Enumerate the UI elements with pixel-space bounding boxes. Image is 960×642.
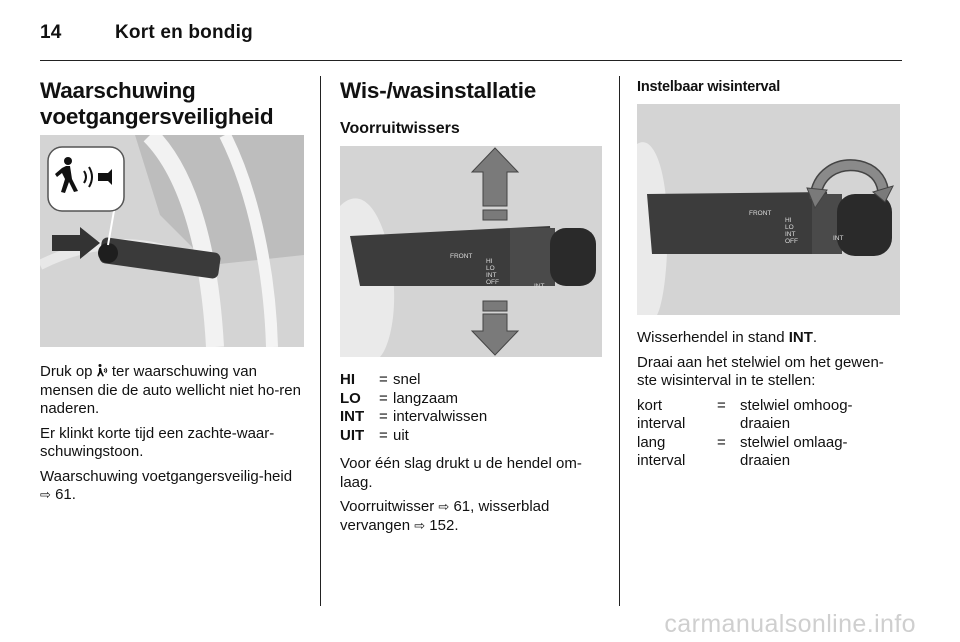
fig-label-lo: LO — [486, 265, 495, 272]
adjust-interval-text: Draai aan het stelwiel om het gewen-ste … — [637, 353, 884, 390]
interval-wiper-figure: FRONT HI LO INT OFF INT — [637, 104, 900, 315]
equals: = — [379, 371, 388, 388]
page-reference-arrow-icon: ⇨ — [414, 517, 426, 533]
page-title: Kort en bondig — [115, 22, 253, 43]
wiper-settings-table: HI = snel LO = langzaam INT = intervalwissen U… — [340, 371, 487, 445]
desc-line-2: draaien — [740, 452, 791, 469]
fig-label-int: INT — [486, 272, 497, 279]
equals: = — [717, 396, 726, 414]
column-divider-2 — [619, 76, 620, 606]
fig-label-off: OFF — [486, 279, 499, 286]
heading-line-1: Waarschuwing — [40, 78, 196, 103]
desc-line-2: draaien — [740, 415, 791, 432]
pedestrian-warning-figure — [40, 135, 304, 347]
interval-position-text: Wisserhendel in stand INT. — [637, 329, 903, 348]
section-heading-interval: Instelbaar wisinterval — [637, 79, 781, 95]
warning-tone-text: Er klinkt korte tijd een zachte-waar-sch… — [40, 424, 275, 461]
desc-short-interval: stelwiel omhoog-draaien — [740, 397, 853, 434]
subheading-windscreen-wipers: Voorruitwissers — [340, 120, 460, 137]
desc-line-1: stelwiel omhoog- — [740, 396, 853, 414]
desc-line-1: stelwiel omlaag- — [740, 433, 848, 451]
page-number: 14 — [40, 22, 62, 43]
page-reference-arrow-icon: ⇨ — [438, 499, 450, 514]
cross-reference: Waarschuwing voetgangersveilig-heid ⇨ 61… — [40, 468, 304, 505]
fig-label-hi: HI — [785, 217, 792, 224]
desc-int: intervalwissen — [393, 408, 488, 425]
reference-page[interactable]: 61, wisserblad — [453, 498, 550, 515]
table-row: UIT = uit — [340, 427, 487, 446]
term-line-1: lang — [637, 433, 666, 451]
fig-label-front: FRONT — [749, 210, 771, 217]
single-wipe-text: Voor één slag drukt u de hendel om-laag. — [340, 455, 582, 491]
fig-label-front: FRONT — [450, 253, 472, 260]
middle-column: Wis-/wasinstallatie Voorruitwissers — [340, 78, 602, 139]
fig-label-int2: INT — [534, 283, 545, 290]
term-uit: UIT — [340, 426, 365, 444]
term-int: INT — [340, 408, 365, 425]
heading-line-2: voetgangersveiligheid — [40, 104, 274, 129]
equals: = — [717, 433, 726, 451]
term-line-1: kort — [637, 396, 663, 414]
instruction-after: ter waarschuwing van mensen die de auto … — [40, 363, 301, 417]
desc-lo: langzaam — [393, 389, 459, 407]
text-bold-int: INT — [788, 329, 813, 346]
middle-text: HI = snel LO = langzaam INT = intervalwissen U… — [340, 371, 602, 535]
reference-text: Waarschuwing voetgangersveilig-heid — [40, 467, 293, 485]
table-row: LO = langzaam — [340, 390, 487, 409]
text-after: . — [812, 329, 818, 346]
text-before: Wisserhendel in stand — [637, 329, 789, 346]
equals: = — [379, 426, 388, 444]
page-header: 14 Kort en bondig — [40, 22, 253, 44]
reference-text: vervangen — [340, 516, 415, 534]
column-divider-1 — [320, 76, 321, 606]
rotate-arrow-icon — [806, 159, 894, 210]
left-column: Waarschuwing voetgangersveiligheid — [40, 78, 305, 130]
term-lo: LO — [340, 389, 361, 407]
desc-uit: uit — [393, 426, 409, 444]
reference-page[interactable]: 61. — [55, 486, 76, 503]
term-hi: HI — [340, 371, 355, 388]
desc-long-interval: stelwiel omlaag-draaien — [740, 434, 853, 471]
term-line-2: interval — [637, 415, 686, 432]
header-rule — [40, 60, 902, 61]
pedestrian-instruction: Druk op ter waarschuwing van mensen die … — [40, 363, 304, 419]
table-row: INT = intervalwissen — [340, 408, 487, 427]
table-row: HI = snel — [340, 371, 487, 390]
fig-label-off: OFF — [785, 238, 798, 245]
left-text: Druk op ter waarschuwing van mensen die … — [40, 363, 304, 505]
fig-label-int: INT — [785, 231, 796, 238]
equals: = — [379, 408, 388, 425]
reference-text: Voorruitwisser — [340, 498, 439, 515]
fig-label-hi: HI — [486, 258, 493, 265]
reference-page[interactable]: 152. — [429, 516, 459, 534]
pedestrian-horn-icon — [55, 157, 112, 193]
cross-reference: Voorruitwisser ⇨ 61, wisserblad vervange… — [340, 498, 602, 535]
desc-hi: snel — [393, 371, 421, 388]
fig-label-int2: INT — [833, 235, 844, 242]
wiper-stalk-figure: FRONT HI LO INT OFF INT — [340, 146, 602, 357]
section-heading-pedestrian: Waarschuwing voetgangersveiligheid — [40, 78, 305, 130]
fig-label-lo: LO — [785, 224, 794, 231]
watermark: carmanualsonline.info — [664, 610, 916, 638]
term-line-2: interval — [637, 452, 686, 469]
pedestrian-inline-icon — [96, 364, 108, 377]
right-column: Instelbaar wisinterval — [637, 78, 903, 96]
instruction-before: Druk op — [40, 363, 97, 380]
section-heading-wipers: Wis-/wasinstallatie — [340, 78, 537, 103]
equals: = — [379, 389, 388, 407]
right-text: Wisserhendel in stand INT. Draai aan het… — [637, 329, 903, 471]
page-reference-arrow-icon: ⇨ — [40, 487, 51, 502]
